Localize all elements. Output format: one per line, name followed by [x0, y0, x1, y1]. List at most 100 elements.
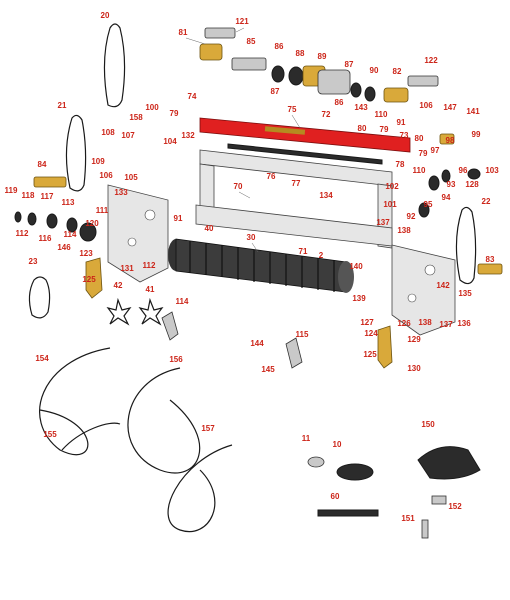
part-label-127: 127 — [360, 318, 374, 327]
part-label-79: 79 — [380, 125, 389, 134]
part-label-112: 112 — [16, 229, 29, 238]
part-label-151: 151 — [401, 514, 415, 523]
cables — [39, 347, 233, 533]
part-label-144: 144 — [250, 339, 264, 348]
part-label-136: 136 — [457, 319, 471, 328]
part-label-135: 135 — [458, 289, 472, 298]
frame — [195, 149, 393, 249]
part-label-60: 60 — [331, 492, 340, 501]
part-label-139: 139 — [352, 294, 366, 303]
part-label-108: 108 — [101, 128, 115, 137]
part-label-91: 91 — [397, 118, 406, 127]
part-label-79: 79 — [170, 109, 179, 118]
part-label-100: 100 — [145, 103, 159, 112]
part-label-125: 125 — [82, 275, 96, 284]
part-label-82: 82 — [393, 67, 402, 76]
part-label-30: 30 — [247, 233, 256, 242]
part-label-71: 71 — [299, 247, 308, 256]
part-label-132: 132 — [181, 131, 195, 140]
part-label-83: 83 — [486, 255, 495, 264]
part-label-81: 81 — [179, 28, 188, 37]
part-label-86: 86 — [275, 42, 284, 51]
part-label-96: 96 — [459, 166, 468, 175]
part-label-114: 114 — [176, 297, 189, 306]
part-label-158: 158 — [129, 113, 143, 122]
part-label-123: 123 — [79, 249, 93, 258]
part-label-77: 77 — [292, 179, 301, 188]
part-label-114: 114 — [64, 230, 77, 239]
part-label-124: 124 — [364, 329, 378, 338]
belt-20 — [103, 23, 126, 108]
part-label-130: 130 — [407, 364, 421, 373]
part-label-76: 76 — [267, 172, 276, 181]
part-label-41: 41 — [146, 285, 155, 294]
part-label-126: 126 — [397, 319, 411, 328]
part-label-119: 119 — [5, 186, 18, 195]
part-label-115: 115 — [296, 330, 309, 339]
part-label-78: 78 — [396, 160, 405, 169]
washers-left — [14, 211, 97, 242]
part-label-98: 98 — [446, 136, 455, 145]
part-label-140: 140 — [349, 262, 363, 271]
part-label-157: 157 — [201, 424, 215, 433]
part-label-147: 147 — [443, 103, 457, 112]
part-label-2: 2 — [319, 251, 324, 260]
side-plate-right — [391, 244, 456, 336]
shaft-assembly-top — [199, 27, 439, 103]
part-label-73: 73 — [400, 131, 409, 140]
part-label-40: 40 — [205, 224, 214, 233]
part-label-106: 106 — [99, 171, 113, 180]
part-label-142: 142 — [436, 281, 450, 290]
part-label-110: 110 — [413, 166, 426, 175]
part-label-75: 75 — [288, 105, 297, 114]
part-label-107: 107 — [121, 131, 135, 140]
part-label-80: 80 — [415, 134, 424, 143]
part-label-128: 128 — [465, 180, 479, 189]
part-label-11: 11 — [302, 434, 311, 443]
part-label-125: 125 — [363, 350, 377, 359]
leader-lines — [185, 27, 301, 253]
part-label-129: 129 — [407, 335, 421, 344]
part-label-106: 106 — [419, 101, 433, 110]
part-label-92: 92 — [407, 212, 416, 221]
part-label-84: 84 — [38, 160, 47, 169]
part-label-117: 117 — [41, 192, 54, 201]
part-label-99: 99 — [472, 130, 481, 139]
part-label-94: 94 — [442, 193, 451, 202]
reel — [168, 238, 354, 293]
part-label-86: 86 — [335, 98, 344, 107]
part-label-155: 155 — [43, 430, 57, 439]
part-label-97: 97 — [431, 146, 440, 155]
washers-right — [418, 133, 481, 218]
part-label-133: 133 — [114, 188, 128, 197]
part-label-102: 102 — [385, 182, 399, 191]
part-label-141: 141 — [466, 107, 480, 116]
part-label-109: 109 — [91, 157, 105, 166]
part-label-121: 121 — [235, 17, 249, 26]
part-label-21: 21 — [58, 101, 67, 110]
part-label-104: 104 — [163, 137, 177, 146]
part-label-105: 105 — [124, 173, 138, 182]
part-label-85: 85 — [247, 37, 256, 46]
part-label-72: 72 — [322, 110, 331, 119]
part-label-74: 74 — [188, 92, 197, 101]
belt-23 — [28, 276, 51, 319]
part-label-154: 154 — [35, 354, 49, 363]
part-label-122: 122 — [424, 56, 438, 65]
small-parts-bottom — [307, 446, 481, 539]
part-label-88: 88 — [296, 49, 305, 58]
part-label-101: 101 — [383, 200, 397, 209]
side-plate-left — [107, 184, 169, 283]
part-label-137: 137 — [376, 218, 390, 227]
part-label-87: 87 — [271, 87, 280, 96]
part-label-120: 120 — [85, 219, 99, 228]
part-label-131: 131 — [120, 264, 134, 273]
part-label-150: 150 — [421, 420, 435, 429]
part-label-103: 103 — [485, 166, 499, 175]
part-label-95: 95 — [424, 200, 433, 209]
part-label-110: 110 — [375, 110, 388, 119]
part-label-138: 138 — [418, 318, 432, 327]
part-label-143: 143 — [354, 103, 368, 112]
part-label-156: 156 — [169, 355, 183, 364]
